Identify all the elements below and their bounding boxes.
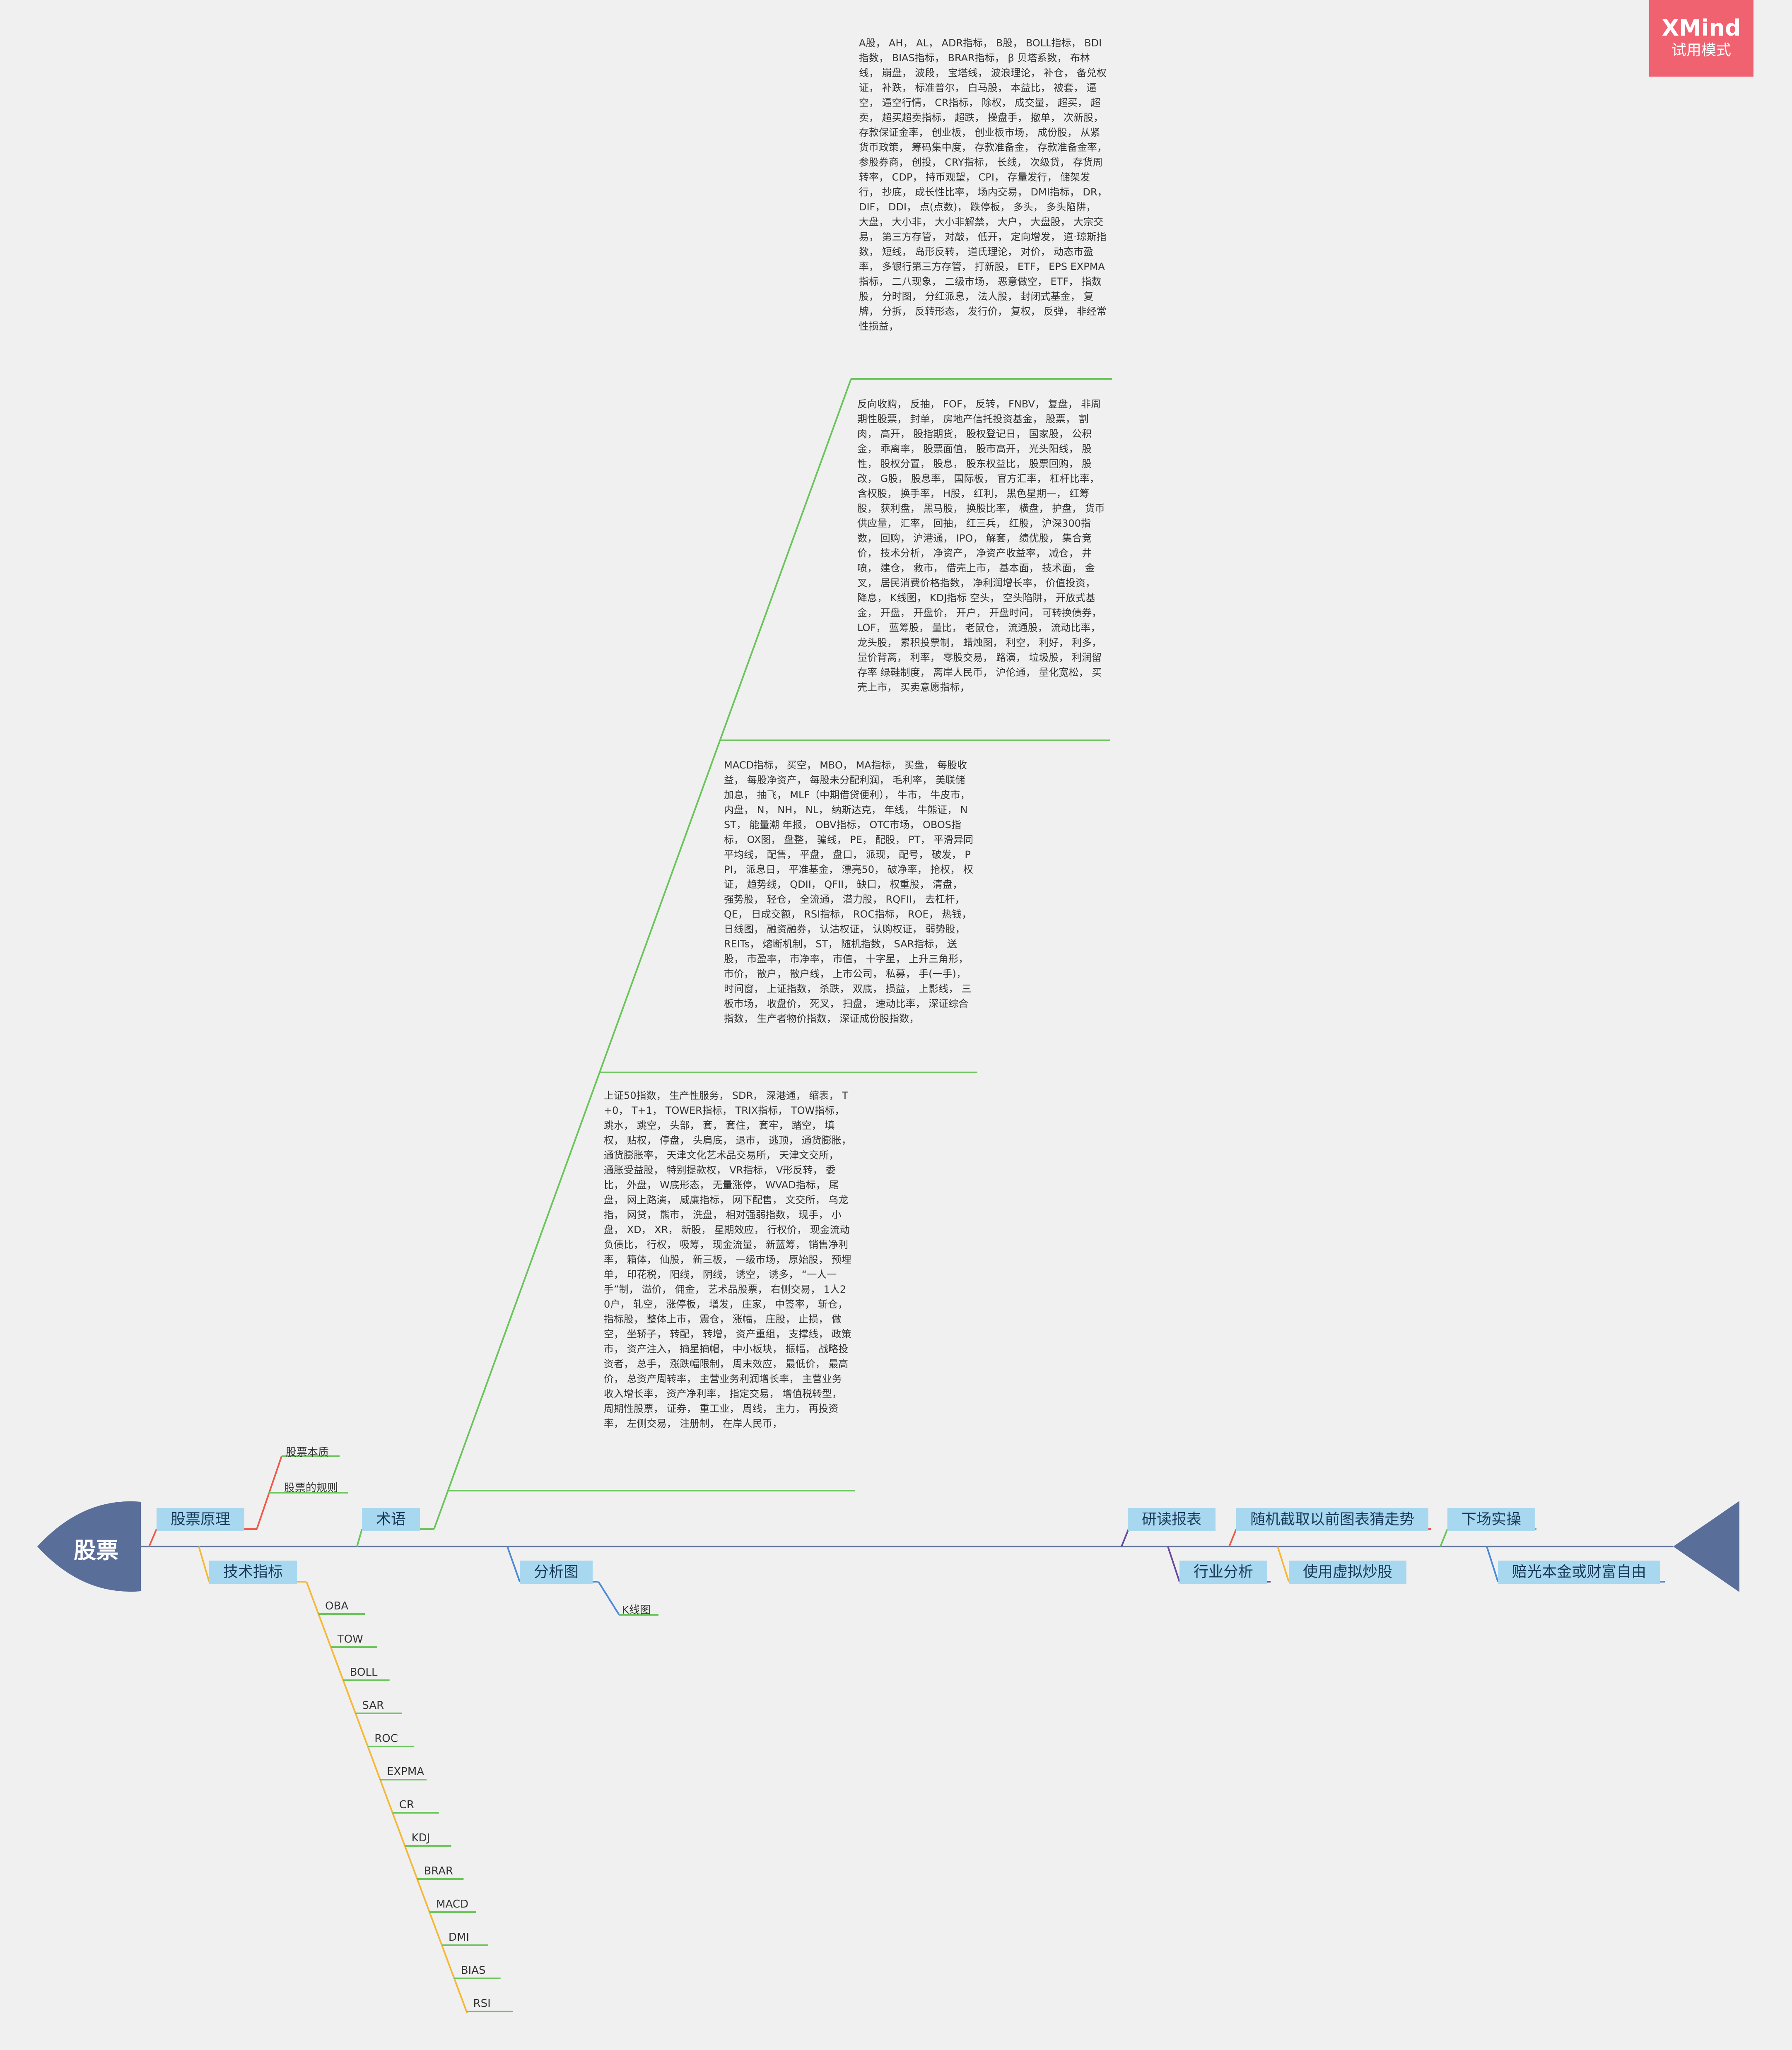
terms-block-3[interactable]: 反向收购， 反抽， FOF， 反转， FNBV， 复盘， 非周期性股票， 封单，… — [857, 398, 1105, 693]
technical-child-oba[interactable]: OBA — [325, 1600, 349, 1612]
principle-child-rules[interactable]: 股票的规则 — [284, 1482, 338, 1494]
analysis-bone — [506, 1546, 521, 1582]
analysis-sub-bone — [598, 1581, 620, 1616]
topic-technical-indicators[interactable]: 技术指标 — [209, 1561, 297, 1584]
technical-bone — [198, 1546, 210, 1582]
topic-guess-trend[interactable]: 随机截取以前图表猜走势 — [1236, 1508, 1429, 1531]
right-bottom-bone-2 — [1277, 1546, 1290, 1582]
fish-tail — [1673, 1501, 1739, 1592]
right-bottom-bone-3 — [1486, 1546, 1499, 1582]
topic-analysis-chart[interactable]: 分析图 — [520, 1561, 593, 1584]
terms-block-1[interactable]: 上证50指数， 生产性服务， SDR， 深港通， 缩表， T+0， T+1， T… — [604, 1090, 851, 1429]
right-bottom-bone-1 — [1167, 1546, 1180, 1582]
fish-head — [37, 1501, 141, 1592]
technical-sub-bone — [306, 1581, 468, 2014]
topic-virtual-trading[interactable]: 使用虚拟炒股 — [1289, 1561, 1407, 1584]
terms-block-2[interactable]: MACD指标， 买空， MBO， MA指标， 买盘， 每股收益， 每股净资产， … — [724, 759, 973, 1024]
technical-child-expma[interactable]: EXPMA — [386, 1766, 424, 1778]
topic-stock-principle[interactable]: 股票原理 — [157, 1508, 245, 1531]
principle-bone — [148, 1529, 157, 1547]
technical-child-tow[interactable]: TOW — [337, 1633, 363, 1645]
technical-child-kdj[interactable]: KDJ — [411, 1832, 430, 1844]
technical-child-bias[interactable]: BIAS — [461, 1964, 486, 1977]
right-top-bone-3 — [1440, 1529, 1448, 1547]
technical-child-dmi[interactable]: DMI — [448, 1931, 470, 1944]
right-top-bone-2 — [1228, 1529, 1237, 1547]
technical-child-lines — [318, 1613, 513, 2012]
xmind-trial-watermark: XMind 试用模式 — [1649, 0, 1753, 77]
technical-child-macd[interactable]: MACD — [436, 1898, 469, 1910]
analysis-child-kline[interactable]: K线图 — [622, 1604, 651, 1616]
terms-main-line — [433, 378, 852, 1530]
topic-terms[interactable]: 术语 — [362, 1508, 420, 1531]
terms-bone — [356, 1529, 363, 1547]
principle-child-essence[interactable]: 股票本质 — [286, 1446, 329, 1459]
technical-child-boll[interactable]: BOLL — [350, 1666, 378, 1679]
technical-child-rsi[interactable]: RSI — [473, 1997, 491, 2010]
right-top-bone-1 — [1121, 1529, 1129, 1547]
technical-child-cr[interactable]: CR — [399, 1799, 414, 1811]
topic-lose-all-or-wealth[interactable]: 赔光本金或财富自由 — [1498, 1561, 1661, 1584]
terms-block-4[interactable]: A股， AH， AL， ADR指标， B股， BOLL指标， BDI指数， BI… — [859, 37, 1107, 332]
technical-child-brar[interactable]: BRAR — [424, 1865, 453, 1877]
topic-read-reports[interactable]: 研读报表 — [1128, 1508, 1216, 1531]
watermark-mode: 试用模式 — [1671, 42, 1731, 59]
topic-real-trading[interactable]: 下场实操 — [1447, 1508, 1536, 1531]
technical-child-sar[interactable]: SAR — [362, 1699, 384, 1712]
root-topic[interactable]: 股票 — [74, 1537, 118, 1563]
watermark-brand: XMind — [1662, 15, 1741, 41]
technical-child-roc[interactable]: ROC — [374, 1732, 398, 1745]
topic-industry-analysis[interactable]: 行业分析 — [1179, 1561, 1268, 1584]
